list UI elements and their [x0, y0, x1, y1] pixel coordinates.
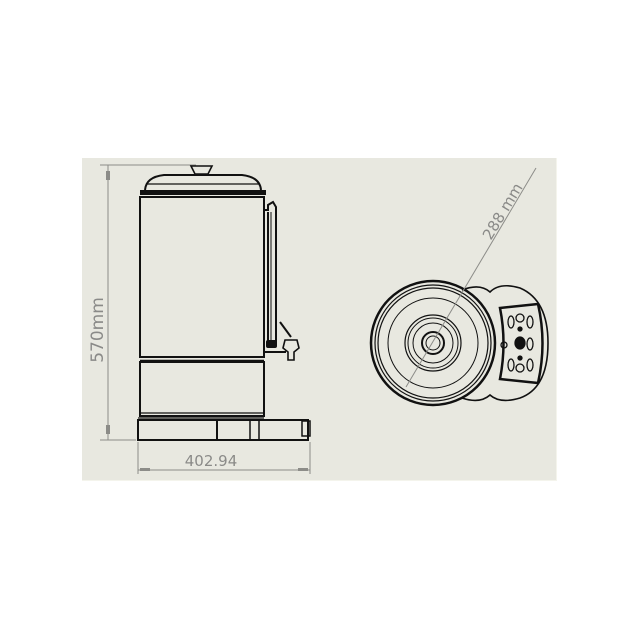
width-dimension: 402.94: [137, 442, 311, 474]
diameter-dimension: 288 mm: [405, 167, 537, 388]
width-dimension-label: 402.94: [185, 452, 238, 470]
height-dimension: 570mm: [88, 164, 196, 441]
center-knob: [425, 335, 441, 351]
tap-housing-outline: [461, 284, 549, 402]
top-view: 288 mm: [369, 167, 549, 407]
lid-rim: [140, 190, 266, 195]
control-panel: [498, 302, 544, 385]
height-dimension-label: 570mm: [88, 297, 108, 363]
dispensing-tap: [279, 321, 300, 361]
lid-dome: [144, 174, 262, 191]
sight-glass: [264, 200, 286, 353]
lid-knob: [189, 165, 214, 175]
diameter-dimension-label: 288 mm: [479, 180, 527, 243]
base-plate: [137, 417, 311, 441]
drawing-sheet: [82, 158, 557, 481]
outer-rim: [369, 279, 497, 407]
panel-controls: [500, 313, 534, 373]
side-view: 570mm: [88, 164, 311, 474]
urn-body-upper: [139, 196, 265, 358]
knob-ring: [404, 314, 462, 372]
urn-body-lower: [139, 361, 265, 417]
lid-circle: [387, 297, 479, 389]
